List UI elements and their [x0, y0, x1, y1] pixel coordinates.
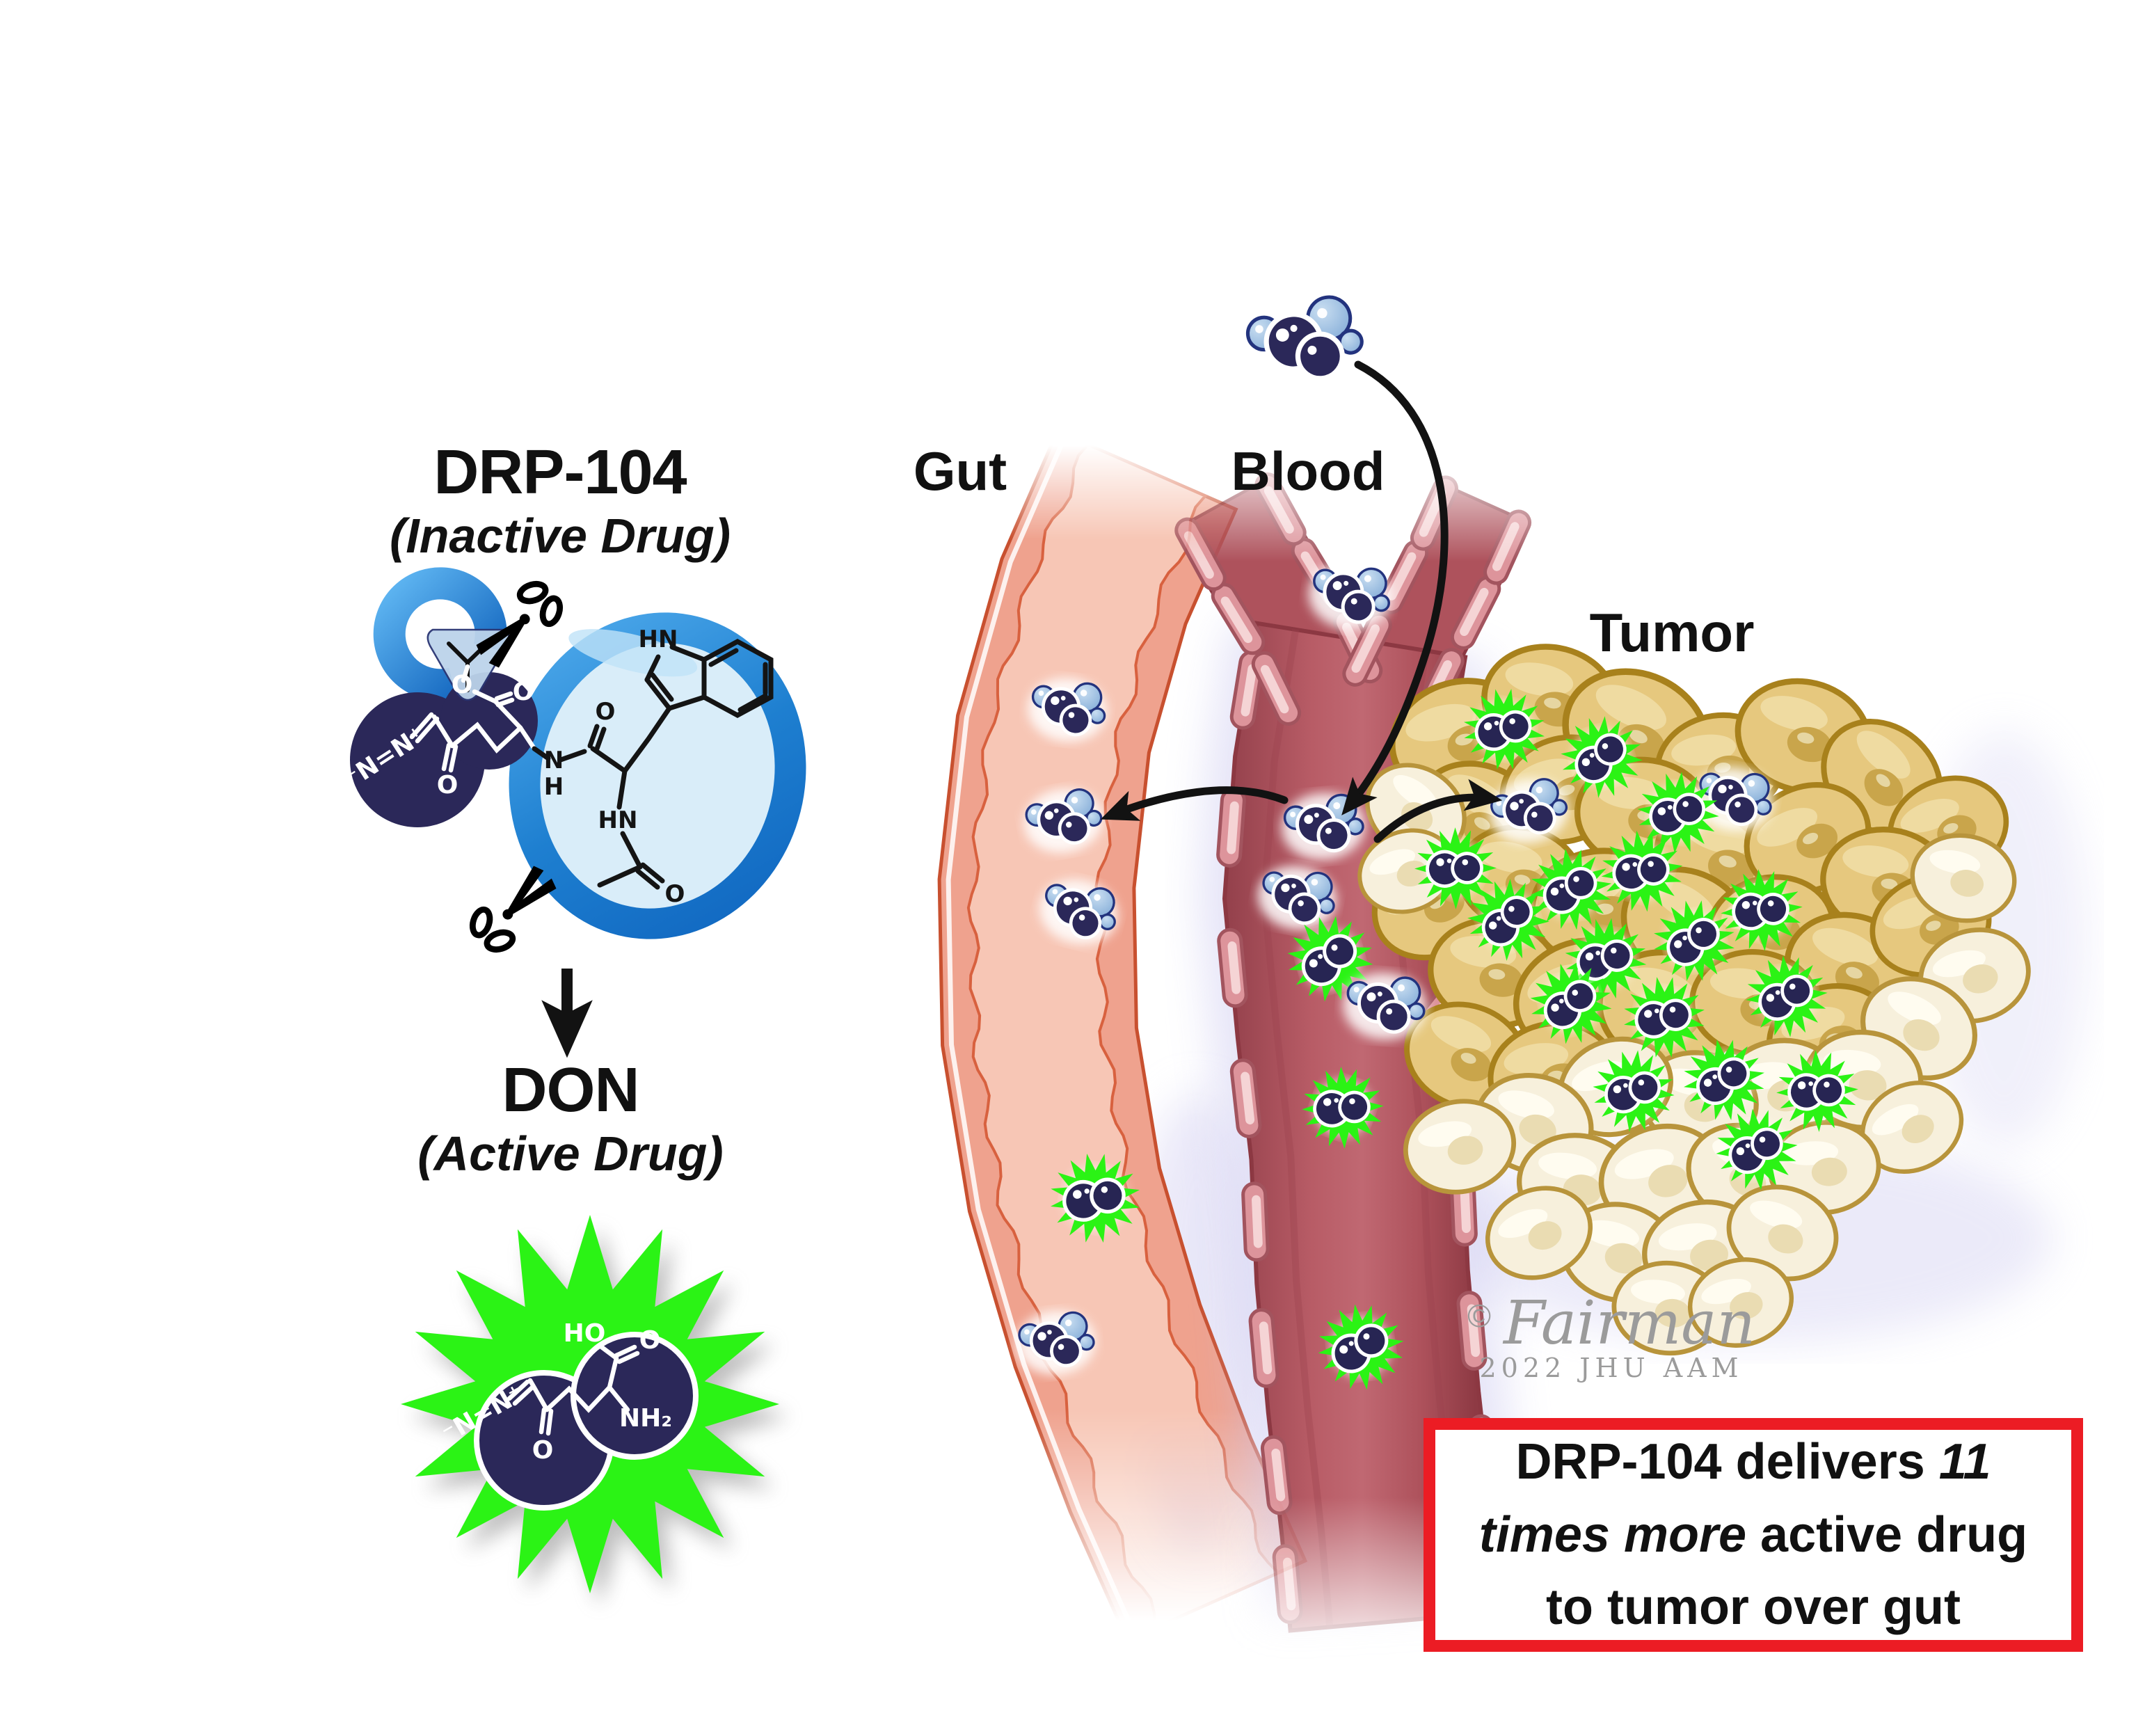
callout-line-3: to tumor over gut: [1546, 1579, 1961, 1636]
chem-label: O: [513, 678, 534, 706]
prodrug-subtitle: (Inactive Drug): [389, 509, 731, 563]
chem-label: O: [596, 698, 616, 726]
chem-label: O: [532, 1436, 554, 1465]
arrow-blood-to-gut: [1100, 786, 1289, 821]
endothelial-cell: [1218, 929, 1247, 1008]
flow-arrows: [1100, 360, 1503, 843]
chem-label: NH₂: [619, 1404, 672, 1433]
chem-label: HO: [564, 1319, 606, 1348]
chem-label: O: [452, 671, 473, 699]
tryptophan-carrier-blob: [509, 612, 806, 939]
endothelial-cell: [1218, 788, 1245, 866]
arrow-drug-into-blood: [1341, 360, 1449, 815]
don-structure-bonds: [507, 1343, 640, 1436]
active-drug-title: DON: [502, 1056, 640, 1125]
prodrug-title: DRP-104: [433, 438, 687, 507]
gut-label: Gut: [913, 440, 1007, 502]
callout-line-2: times more active drug: [1478, 1506, 2028, 1563]
carrier-ring-shape: [373, 567, 507, 701]
chem-label: O: [639, 1326, 661, 1355]
chem-label: O: [665, 880, 685, 908]
arrow-blood-to-tumor: [1373, 779, 1503, 843]
blood-label: Blood: [1231, 440, 1385, 502]
endothelial-cell: [1273, 1545, 1302, 1623]
artist-signature: © Fairman 2022 JHU AAM: [1437, 1289, 1785, 1383]
chem-label: O: [437, 771, 458, 799]
endothelial-cell: [1250, 1309, 1279, 1387]
callout-box: DRP-104 delivers 11 times more active dr…: [1424, 1418, 2083, 1652]
artist-name: Fairman: [1503, 1289, 1755, 1358]
chem-label: HN: [598, 806, 638, 834]
don-structure-bonds: [409, 664, 537, 773]
drp104-conversion-panel: ⁻N=N⁺ O O O N H O HN HN O: [340, 567, 806, 1606]
chem-label: H: [544, 773, 564, 801]
tumor-label: Tumor: [1589, 602, 1755, 663]
chem-label: N: [544, 747, 564, 774]
callout-line-1: DRP-104 delivers 11: [1515, 1434, 1991, 1490]
active-drug-subtitle: (Active Drug): [417, 1126, 724, 1181]
drp104-molecule-icon: [1238, 288, 1371, 401]
tryptophan-structure-bonds: [532, 639, 774, 890]
copyright-symbol: ©: [1467, 1298, 1491, 1334]
chem-label: HN: [639, 626, 678, 653]
endothelial-cell: [1243, 1183, 1268, 1260]
signature-credit: 2022 JHU AAM: [1479, 1353, 1744, 1383]
